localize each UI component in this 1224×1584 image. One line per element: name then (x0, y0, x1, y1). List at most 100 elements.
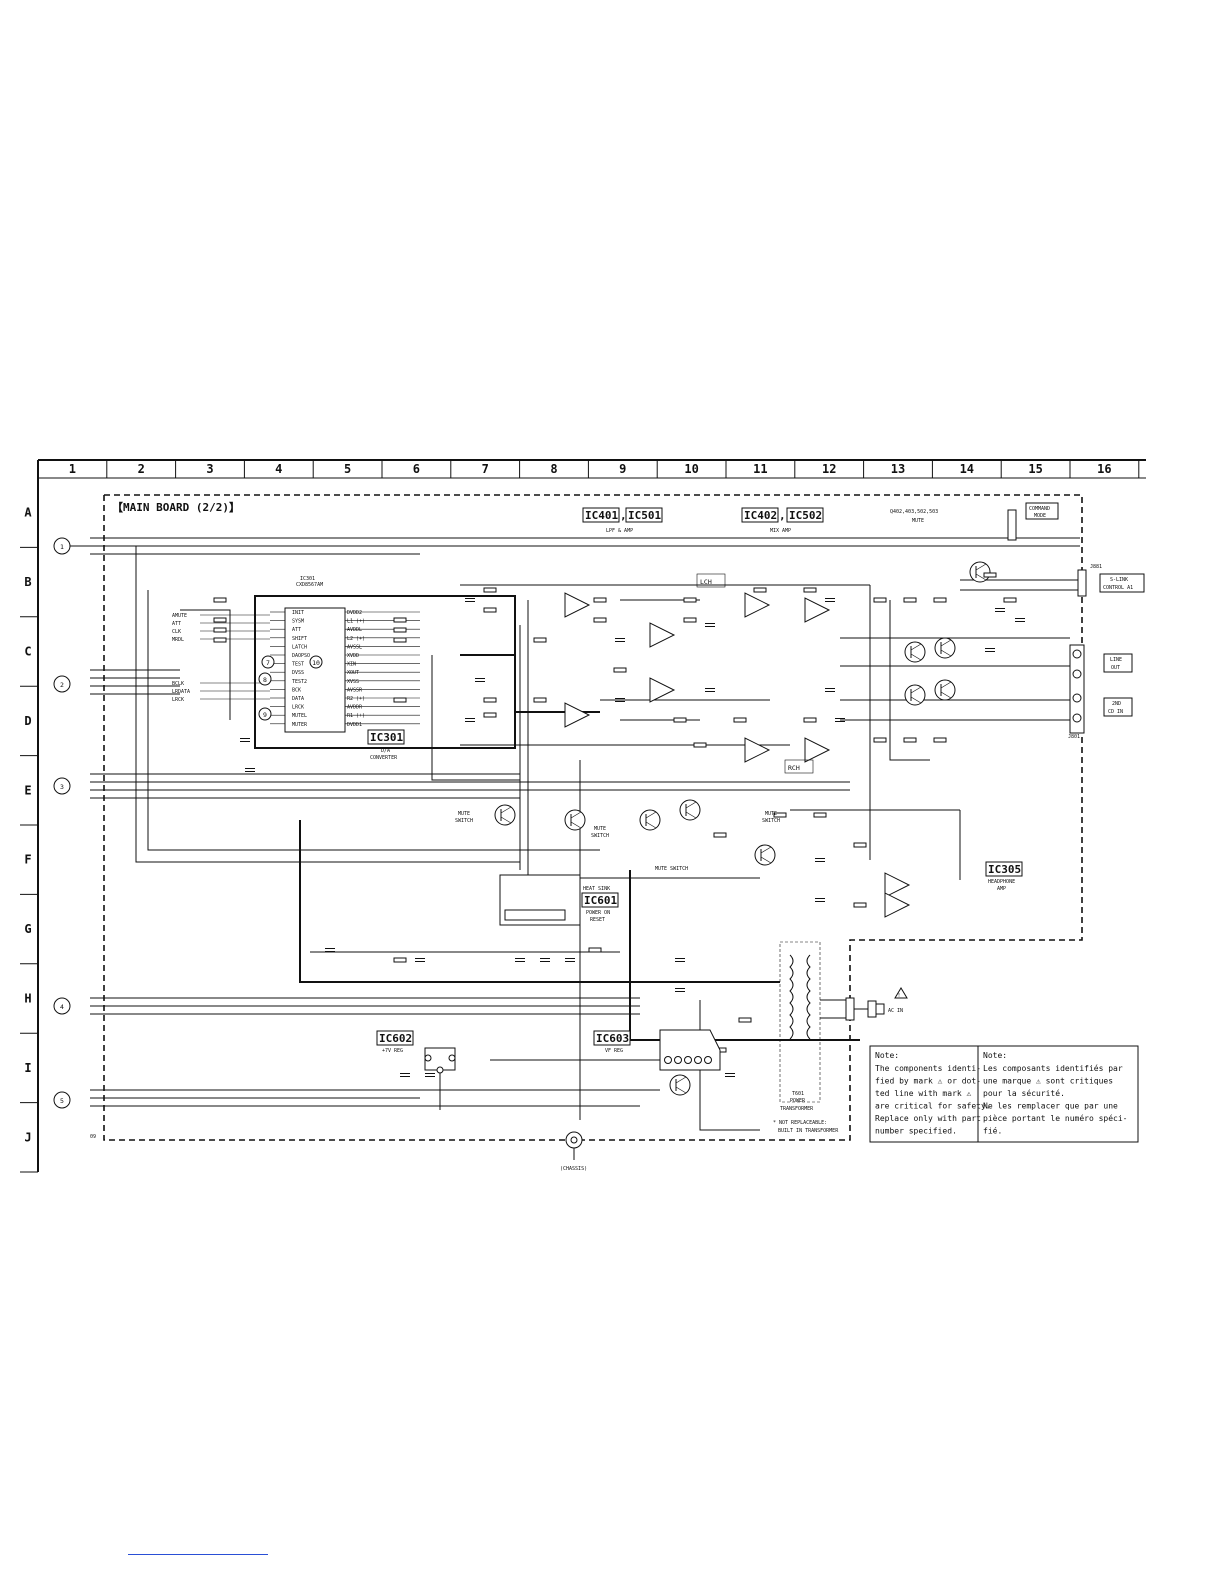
test-points: 7 8 9 10 (258, 655, 323, 721)
resistor-symbol (393, 957, 407, 963)
note-fr-line: Ne les remplacer que par une (983, 1102, 1118, 1111)
transistor-symbol (904, 684, 926, 706)
svg-text:3: 3 (60, 783, 64, 791)
footer-link-underline (128, 1554, 268, 1555)
power-transformer: T601 POWER TRANSFORMER * NOT REPLACEABLE… (773, 941, 839, 1134)
op-amp-symbol (804, 737, 831, 763)
ac-in-plug: ! AC IN (820, 987, 908, 1021)
grid-row-label: J (24, 1130, 31, 1144)
ic301-pin-label: INIT (292, 610, 304, 616)
ic301-pin-label: DVSS (292, 670, 304, 676)
ic603-block: IC603 VF REG (593, 1029, 721, 1071)
ic301-pin-label: SYSM (292, 619, 304, 625)
connector-3: 3 (53, 773, 850, 799)
board-title: 【MAIN BOARD (2/2)】 (112, 501, 240, 514)
transistors (494, 561, 991, 1096)
mute-switch-label-2: MUTE (594, 826, 606, 832)
svg-text:TRANSFORMER: TRANSFORMER (780, 1106, 814, 1112)
note-fr-line: fié. (983, 1126, 1002, 1136)
transistor-symbol (564, 809, 586, 831)
svg-text:RCH: RCH (788, 764, 800, 772)
ic301-pin-label: LRCK (292, 705, 304, 711)
grid-column-label: 2 (138, 462, 145, 476)
transistor-symbol (934, 637, 956, 659)
ic301-pin-label: AVSSR (347, 687, 363, 693)
resistor-symbol (393, 637, 407, 643)
op-amp-symbol (884, 892, 911, 918)
svg-text:HEAT SINK: HEAT SINK (583, 886, 610, 892)
svg-text:LINE: LINE (1110, 657, 1122, 663)
note-fr-line: pour la sécurité. (983, 1088, 1065, 1098)
resistor-symbol (213, 637, 227, 643)
resistor-symbol (933, 737, 947, 743)
op-amps (564, 592, 911, 918)
ic402-ic502-label: IC402 , IC502 MIX AMP (741, 507, 824, 534)
grid-column-label: 6 (413, 462, 420, 476)
resistor-symbol (683, 617, 697, 623)
mute-switch-label-4: MUTE SWITCH (655, 866, 688, 872)
ic301-pin-label: XOUT (347, 670, 359, 676)
resistor-symbol (873, 737, 887, 743)
svg-text:IC601: IC601 (584, 894, 617, 907)
ic-pin (704, 1056, 712, 1064)
ic301-pin-label: MUTER (292, 722, 308, 728)
mute-switch-label-1: MUTE (458, 811, 470, 817)
grid-row-label: E (24, 783, 31, 797)
mute-switch-label-2b: SWITCH (591, 833, 609, 839)
connector-1: 1 (53, 537, 1010, 555)
svg-text:POWER ON: POWER ON (586, 910, 610, 916)
ic301-pin-label: L1 (+) (347, 619, 365, 625)
signal-label: LRCK (172, 697, 184, 703)
transistor-symbol (904, 641, 926, 663)
svg-text:T601: T601 (792, 1091, 804, 1097)
grid-column-label: 16 (1097, 462, 1111, 476)
ic602-block: IC602 +7V REG (376, 1030, 456, 1074)
resistor-symbol (533, 637, 547, 643)
transistor-symbol (669, 1074, 691, 1096)
resistor-symbol (483, 607, 497, 613)
ic401-ic501-label: IC401 , IC501 LPF & AMP (582, 507, 663, 534)
ic301-pin-label: DVDD1 (347, 722, 362, 728)
note-en-line: Replace only with part (875, 1114, 981, 1123)
ic301-pin-label: XVSS (347, 679, 359, 685)
grid-column-label: 11 (753, 462, 767, 476)
svg-text:IC402: IC402 (744, 509, 777, 522)
svg-text:S-LINK: S-LINK (1110, 577, 1128, 583)
ic305-block: IC305 HEADPHONE AMP (985, 861, 1023, 892)
connector-4: 4 (53, 997, 640, 1015)
signal-label: ATT (172, 621, 181, 627)
resistor-symbol (588, 947, 602, 953)
ic301-pin-label: AVDDR (347, 705, 363, 711)
svg-text:2: 2 (60, 681, 64, 689)
mute-switch-label-3: MUTE (765, 811, 777, 817)
ic301-pin-label: AVSSL (347, 644, 362, 650)
grid-column-label: 3 (206, 462, 213, 476)
svg-text:J801: J801 (1068, 734, 1080, 740)
svg-text:HEADPHONE: HEADPHONE (988, 879, 1015, 885)
page-code: 09 (90, 1134, 96, 1140)
grid-column-label: 9 (619, 462, 626, 476)
resistor-symbol (733, 717, 747, 723)
grid-column-label: 12 (822, 462, 836, 476)
ic301-pin-label: R1 (+) (347, 713, 365, 719)
resistor-symbol (1003, 597, 1017, 603)
ic301-pin-label: TEST (292, 662, 304, 668)
resistor-symbol (693, 742, 707, 748)
op-amp-symbol (744, 592, 771, 618)
mute-transistors-label: Q402,403,502,503 (890, 509, 938, 515)
ic-pin (694, 1056, 702, 1064)
grid-row-label: F (24, 853, 31, 867)
svg-text:D/A: D/A (381, 748, 390, 754)
svg-text:IC305: IC305 (988, 863, 1021, 876)
grid-column-label: 13 (891, 462, 905, 476)
ic301-pin-label: SHIFT (292, 636, 307, 642)
svg-text:,: , (620, 509, 627, 522)
ic301-pin-label: LATCH (292, 644, 307, 650)
op-amp-symbol (649, 677, 676, 703)
channel-labels: LCH RCH (696, 573, 814, 774)
svg-text:!: ! (897, 993, 900, 999)
s-link-connector: S-LINK CONTROL A1 J881 COMMAND MODE (1007, 502, 1145, 597)
op-amp-symbol (804, 597, 831, 623)
